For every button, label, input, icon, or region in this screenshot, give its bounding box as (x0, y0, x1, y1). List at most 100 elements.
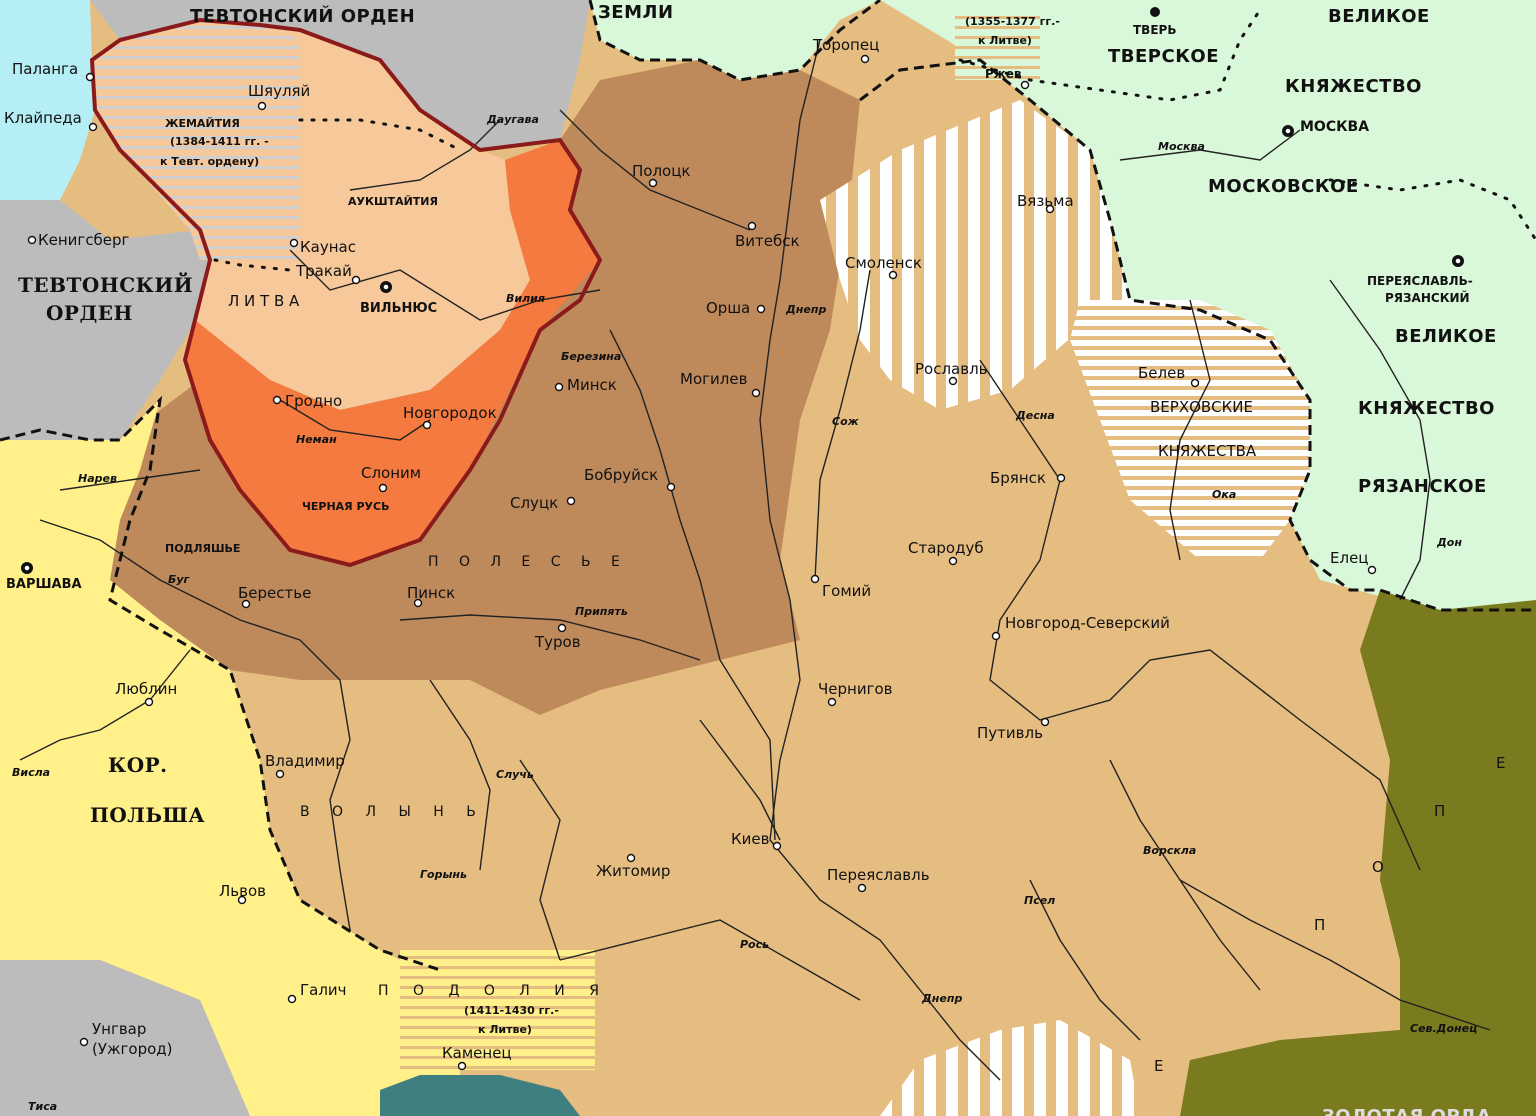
city-moscow: МОСКВА (1300, 119, 1369, 135)
region-teutonic-order (0, 200, 210, 440)
river-desna: Десна (1015, 409, 1055, 422)
region-verkhovsk-striped (1070, 300, 1310, 560)
label-horde-e2: Е (1154, 1057, 1163, 1075)
label-verkhovsk1: ВЕРХОВСКИЕ (1150, 398, 1253, 416)
city-pereyaslavl-ryaz2: РЯЗАНСКИЙ (1385, 290, 1470, 305)
river-pripyat: Припять (575, 605, 628, 618)
river-don: Дон (1436, 536, 1462, 549)
city-lublin: Люблин (115, 680, 177, 698)
river-viliya: Вилия (506, 292, 545, 305)
city-slonim: Слоним (361, 464, 421, 482)
river-bug: Буг (168, 573, 191, 586)
label-tver-note1: (1355-1377 гг.- (965, 15, 1060, 28)
label-black-rus: ЧЕРНАЯ РУСЬ (302, 500, 389, 513)
region-south-striped (880, 1020, 1140, 1116)
city-grodno: Гродно (285, 392, 342, 410)
city-orsha: Орша (706, 299, 750, 317)
river-tisa: Тиса (28, 1100, 57, 1113)
river-daugava: Даугава (486, 113, 539, 126)
label-volyn: В О Л Ы Н Ь (300, 804, 485, 820)
label-tver-note2: к Литве) (978, 34, 1032, 47)
city-putivl: Путивль (977, 724, 1043, 742)
city-kamenets: Каменец (442, 1044, 512, 1062)
city-gomiy: Гомий (822, 582, 871, 600)
river-vorskla: Ворскла (1143, 844, 1196, 857)
city-bryansk: Брянск (990, 469, 1046, 487)
river-narev: Нарев (78, 472, 117, 485)
region-podolia-lithuanian (400, 950, 595, 1070)
city-yelets: Елец (1330, 549, 1369, 567)
city-bobruisk: Бобруйск (584, 466, 658, 484)
river-neman: Неман (296, 433, 337, 446)
region-tver-lithuanian (955, 10, 1040, 80)
label-podlyashye: ПОДЛЯШЬЕ (165, 542, 240, 555)
city-tver: ТВЕРЬ (1133, 23, 1176, 37)
label-zhemaitia-note1: (1384-1411 гг. - (170, 135, 269, 148)
region-smolensk-striped (820, 100, 1130, 410)
label-tver-principality: ТВЕРСКОЕ (1108, 46, 1219, 67)
city-berestye: Берестье (238, 584, 311, 602)
river-vistula: Висла (12, 766, 50, 779)
city-polotsk: Полоцк (632, 162, 691, 180)
city-starodub: Стародуб (908, 539, 984, 557)
label-ryazan: РЯЗАНСКОЕ (1358, 476, 1487, 497)
city-novogrudok: Новгородок (403, 404, 497, 422)
label-horde-p2: П (1314, 916, 1325, 934)
city-toropets: Торопец (812, 36, 879, 54)
river-sluch: Случь (496, 768, 534, 781)
city-belev: Белев (1138, 364, 1185, 382)
label-podolia-note2: к Литве) (478, 1023, 532, 1036)
river-ros: Рось (740, 938, 769, 951)
river-dnepr-n: Днепр (785, 303, 826, 316)
city-slutsk: Слуцк (510, 494, 558, 512)
city-kaunas: Каунас (300, 238, 356, 256)
region-teal-bottom (380, 1075, 580, 1116)
city-vladimir: Владимир (265, 752, 345, 770)
region-poland (0, 400, 460, 1116)
label-podolia-note1: (1411-1430 гг.- (464, 1004, 559, 1017)
city-vyazma: Вязьма (1017, 192, 1074, 210)
city-trakai: Тракай (295, 262, 352, 280)
city-turov: Туров (534, 633, 581, 651)
label-zhemaitia-note2: к Тевт. ордену) (160, 155, 259, 168)
city-minsk: Минск (567, 376, 617, 394)
city-rzhev: Ржев (985, 67, 1022, 81)
label-teutonic-2: ОРДЕН (46, 301, 133, 325)
label-horde-bottom: ЗОЛОТАЯ ОРДА (1322, 1106, 1491, 1116)
region-zhemaitia (92, 20, 300, 260)
river-berezina: Березина (561, 350, 621, 363)
label-ryazan-great: ВЕЛИКОЕ (1395, 326, 1497, 347)
label-great-top: ВЕЛИКОЕ (1328, 6, 1430, 27)
region-baltic-sea (0, 0, 95, 200)
city-vitebsk: Витебск (735, 232, 800, 250)
city-galich: Галич (300, 981, 347, 999)
region-black-rus (185, 140, 600, 565)
city-markers (21, 7, 1464, 1071)
city-zhitomir: Житомир (596, 862, 670, 880)
label-verkhovsk2: КНЯЖЕСТВА (1158, 442, 1257, 460)
river-goryn: Горынь (420, 868, 467, 881)
label-poland2: ПОЛЬША (90, 803, 205, 827)
city-konigsberg: Кенигсберг (38, 231, 130, 249)
river-sev-donets: Сев.Донец (1410, 1022, 1477, 1035)
city-pereyaslavl-ryaz1: ПЕРЕЯСЛАВЛЬ- (1367, 274, 1473, 288)
city-lvov: Львов (219, 882, 266, 900)
city-novgorod-seversky: Новгород-Северский (1005, 614, 1170, 632)
label-ryazan-principality: КНЯЖЕСТВО (1358, 398, 1495, 419)
label-polesie: П О Л Е С Ь Е (428, 554, 628, 570)
city-chernigov: Чернигов (818, 680, 893, 698)
label-podolia: П О Д О Л И Я (378, 983, 609, 999)
river-dnepr-s: Днепр (921, 992, 962, 1005)
label-zemli: ЗЕМЛИ (598, 2, 674, 23)
label-horde-e1: Е (1496, 754, 1505, 772)
label-aukshtaitia: АУКШТАЙТИЯ (348, 195, 438, 208)
city-pereyaslavl: Переяславль (827, 866, 930, 884)
city-uzhgorod2: (Ужгород) (92, 1040, 173, 1058)
region-novgorod-lands (590, 0, 880, 80)
label-moscow-principality: МОСКОВСКОЕ (1208, 176, 1359, 197)
label-litva: Л И Т В А (228, 292, 300, 310)
label-teutonic-1: ТЕВТОНСКИЙ (18, 271, 193, 297)
river-oka: Ока (1212, 488, 1236, 501)
river-moskva: Москва (1158, 140, 1205, 153)
